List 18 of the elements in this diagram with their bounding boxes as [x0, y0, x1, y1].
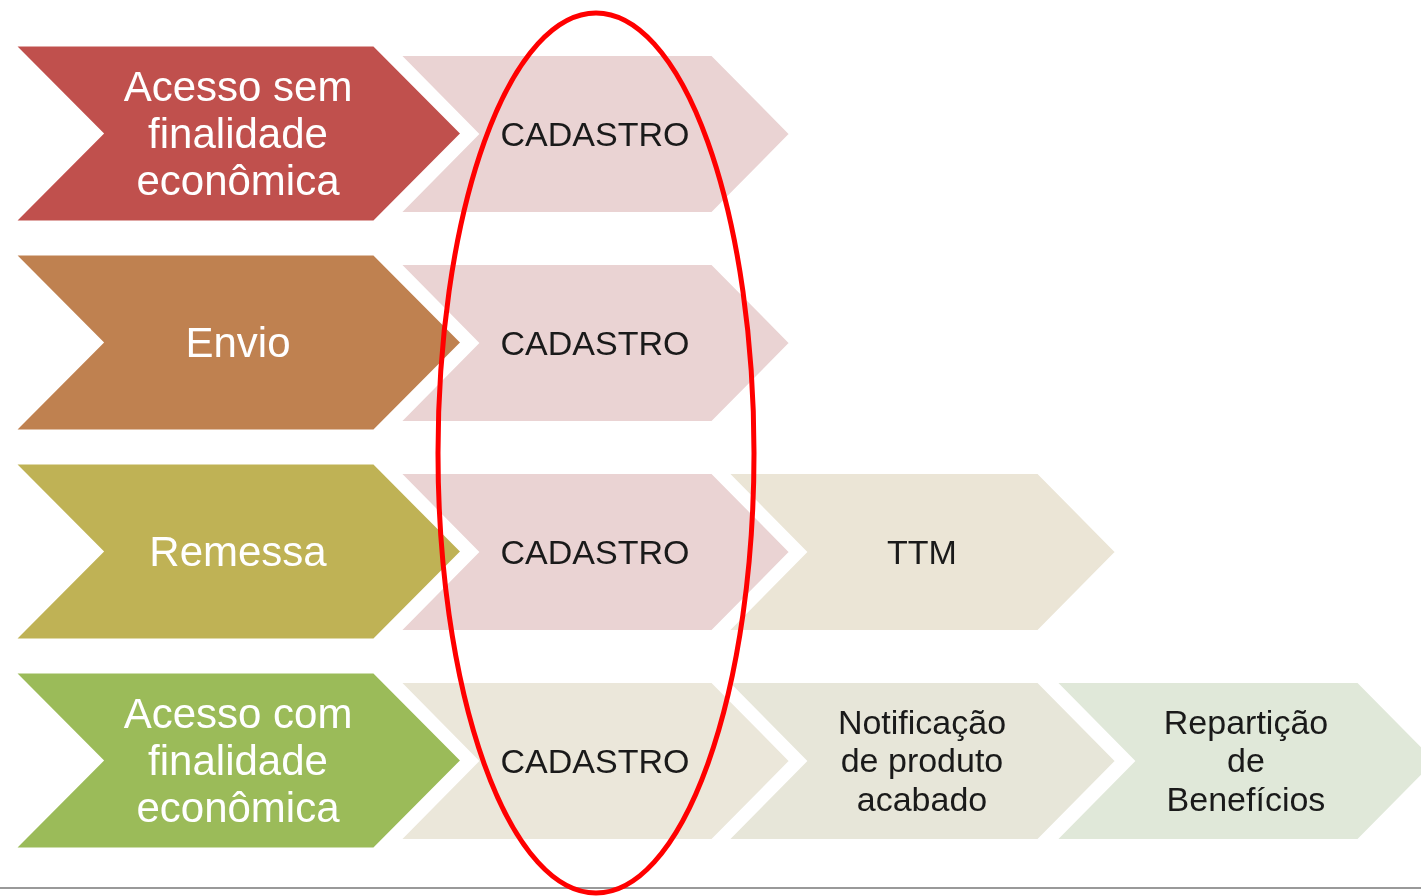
- chevron-shape: [400, 264, 790, 422]
- step-label: Repartição de Benefícios: [1162, 703, 1330, 819]
- step-label: Acesso sem finalidade econômica: [122, 62, 354, 205]
- step-label: CADASTRO: [499, 114, 691, 154]
- step-label: TTM: [886, 532, 958, 572]
- step-label: Acesso com finalidade econômica: [122, 689, 354, 832]
- step-label: Envio: [184, 318, 292, 367]
- step-label: CADASTRO: [499, 741, 691, 781]
- chevron-shape: [400, 55, 790, 213]
- step-label: Notificação de produto acabado: [836, 703, 1008, 819]
- chevron-shape: [400, 473, 790, 631]
- step-label: CADASTRO: [499, 532, 691, 572]
- chevron-shape: [400, 682, 790, 840]
- step-label: CADASTRO: [499, 323, 691, 363]
- chevron-shape: [728, 682, 1116, 840]
- chevron-shape: [728, 473, 1116, 631]
- step-label: Remessa: [148, 527, 328, 576]
- chevron-shape: [1056, 682, 1421, 840]
